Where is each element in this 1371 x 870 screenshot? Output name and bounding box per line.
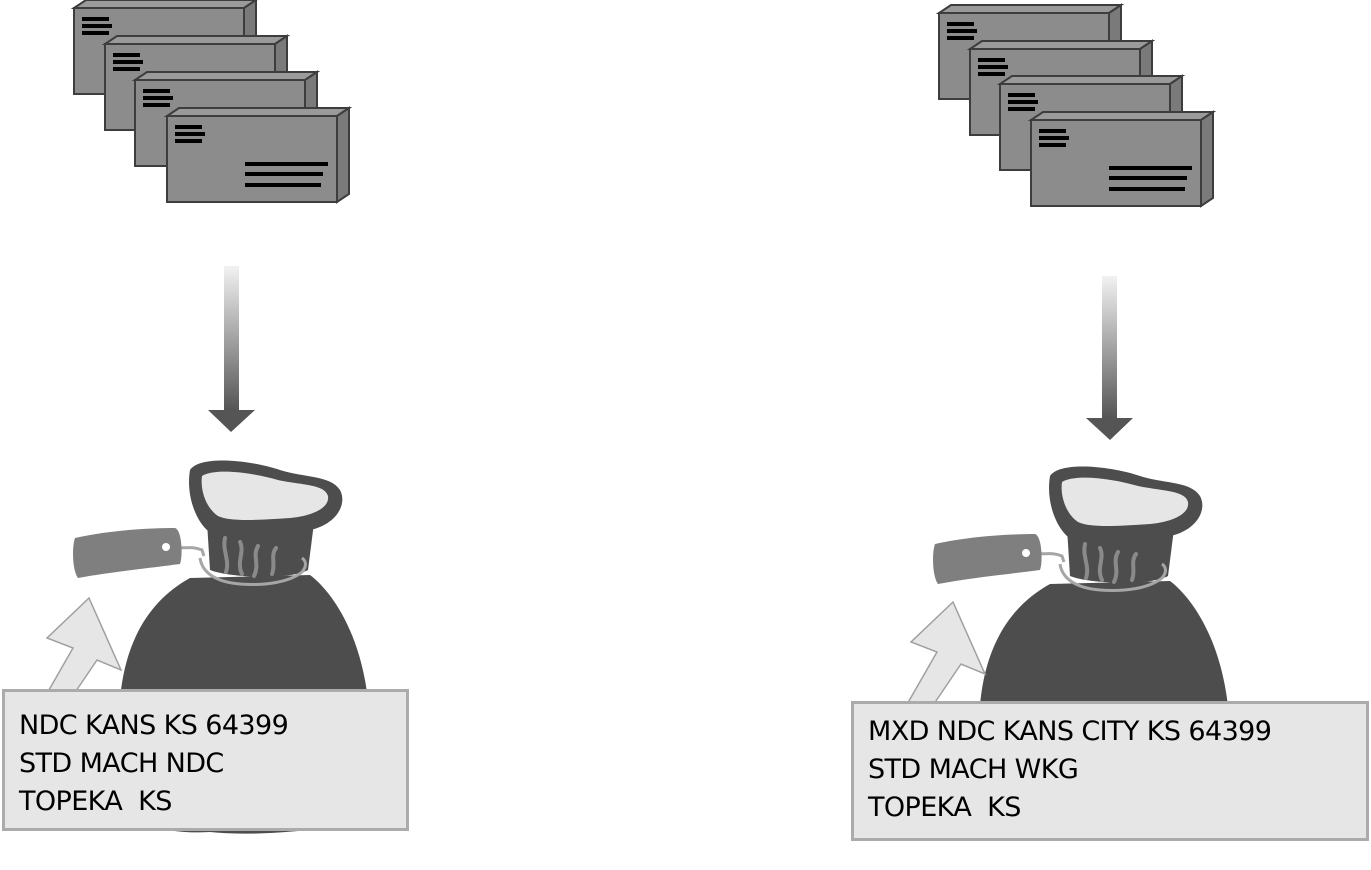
left-label-line-2: STD MACH NDC xyxy=(19,748,224,779)
left-label-line-3: TOPEKA KS xyxy=(19,786,172,817)
right-sack-label: MXD NDC KANS CITY KS 64399 STD MACH WKG … xyxy=(851,701,1369,841)
right-down-arrow-icon xyxy=(1086,276,1133,440)
left-label-line-1: NDC KANS KS 64399 xyxy=(19,710,289,741)
right-label-line-1: MXD NDC KANS CITY KS 64399 xyxy=(868,716,1272,747)
left-envelope-stack xyxy=(73,0,349,202)
right-label-line-3: TOPEKA KS xyxy=(868,792,1021,823)
left-sack-label: NDC KANS KS 64399 STD MACH NDC TOPEKA KS xyxy=(2,689,409,831)
right-label-line-2: STD MACH WKG xyxy=(868,754,1079,785)
left-down-arrow-icon xyxy=(208,266,255,432)
right-envelope-stack xyxy=(938,4,1213,206)
